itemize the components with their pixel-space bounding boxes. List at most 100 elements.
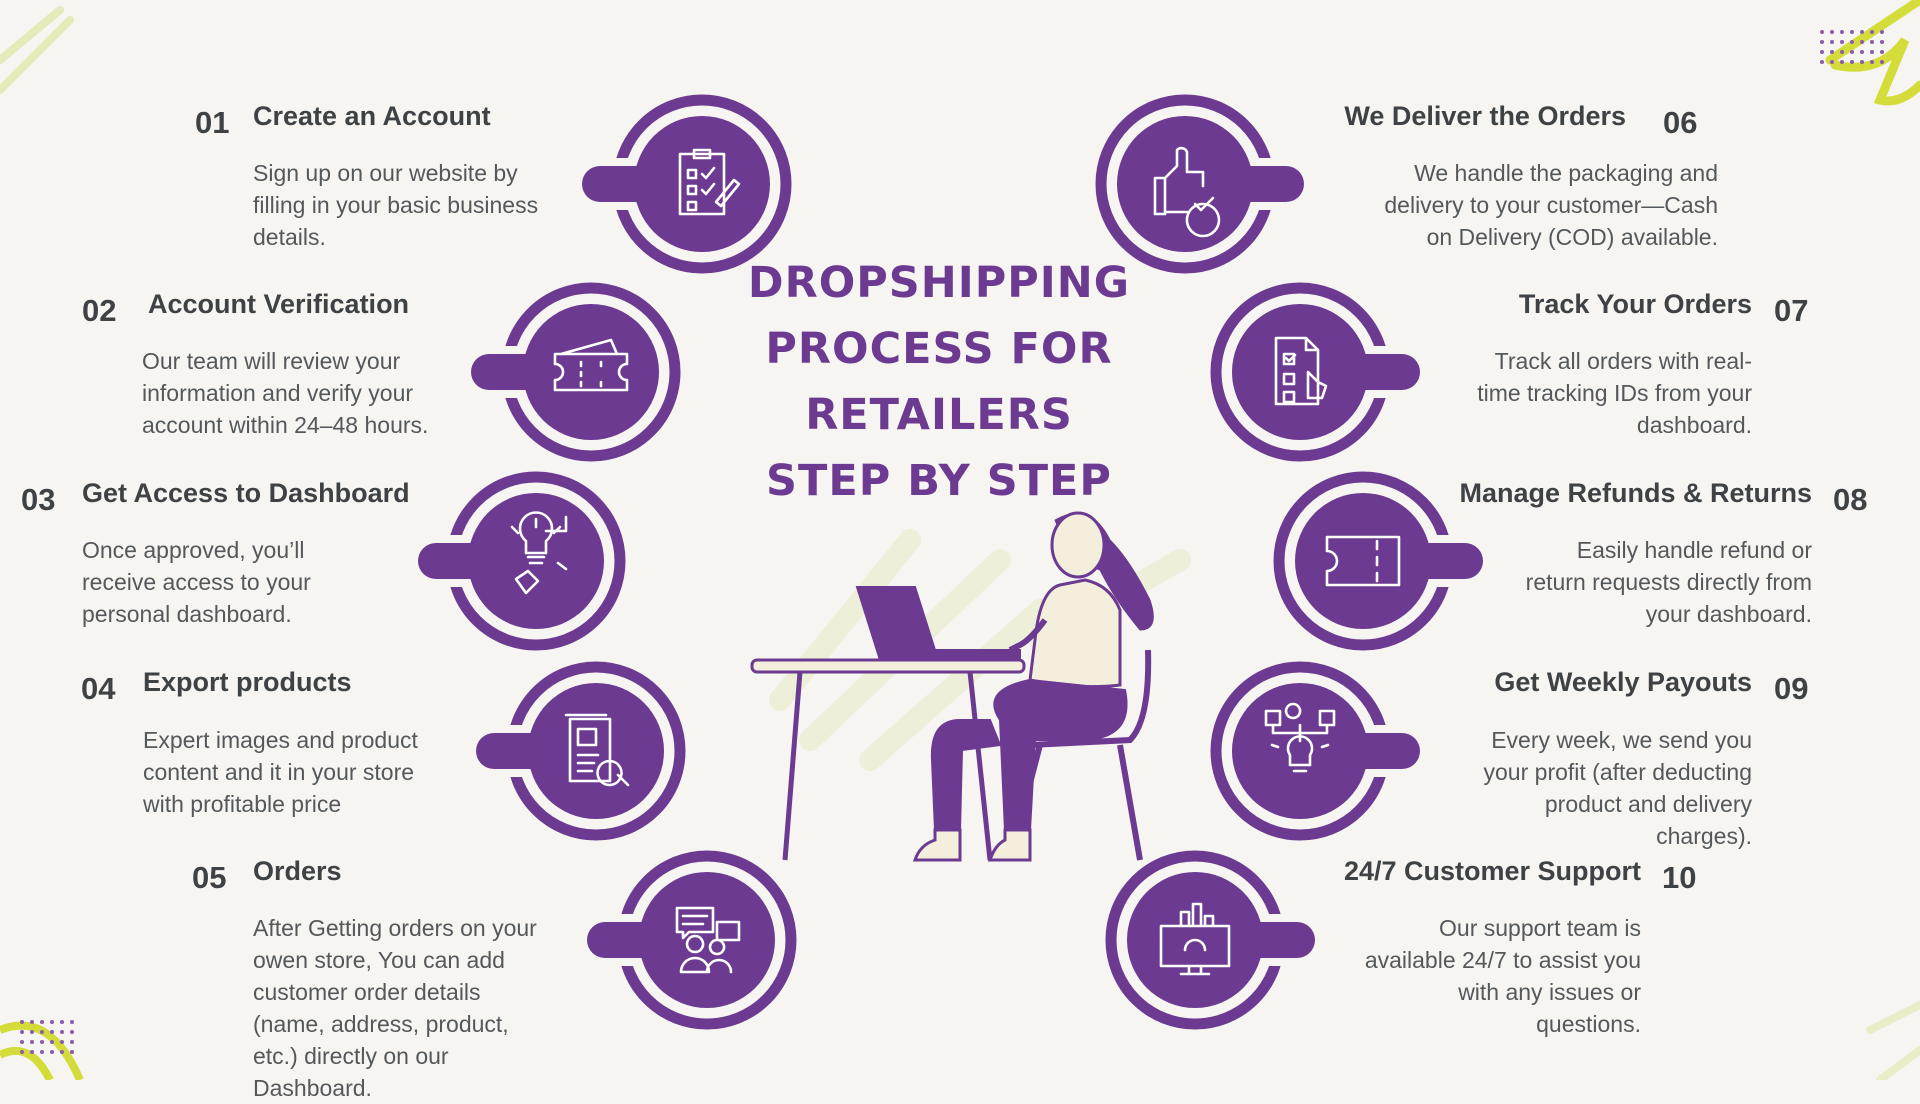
dot <box>60 1040 64 1044</box>
scribble-decoration-bottom-right <box>1866 1001 1920 1080</box>
monitor-chart-icon <box>1159 902 1231 976</box>
lightbulb-hand-icon <box>510 511 568 595</box>
step-title: Orders <box>253 856 342 886</box>
thumbs-up-check-icon <box>1153 146 1221 238</box>
dot <box>20 1030 24 1034</box>
step-title: Account Verification <box>148 289 410 319</box>
title-line-2: PROCESS FOR <box>765 324 1113 374</box>
dot <box>1850 30 1854 34</box>
page-title: DROPSHIPPING PROCESS FOR RETAILERS STEP … <box>739 250 1139 514</box>
dot <box>20 1050 24 1054</box>
badge-disc <box>639 872 775 1008</box>
dot <box>1850 60 1854 64</box>
document-touch-icon <box>1274 336 1328 406</box>
dot <box>60 1030 64 1034</box>
scribble-decoration-top-right <box>1825 0 1920 106</box>
step-badge-07 <box>1210 282 1424 462</box>
step-number: 07 <box>1774 293 1809 328</box>
ticket-icon <box>553 338 629 392</box>
step-badge-10 <box>1105 850 1319 1030</box>
dot <box>1880 30 1884 34</box>
title-line-4: STEP BY STEP <box>766 456 1112 506</box>
dot <box>50 1040 54 1044</box>
dot <box>30 1050 34 1054</box>
dot <box>1880 60 1884 64</box>
step-number: 09 <box>1774 671 1809 706</box>
dot <box>1820 30 1824 34</box>
badge-disc <box>468 493 604 629</box>
dot <box>1840 50 1844 54</box>
leg-front <box>930 719 1002 831</box>
step-description: Once approved, you’ll receive access to … <box>82 537 311 627</box>
dot <box>70 1040 74 1044</box>
dot <box>1860 30 1864 34</box>
step-badge-02 <box>467 282 681 462</box>
dot <box>40 1040 44 1044</box>
badge-disc <box>1232 304 1368 440</box>
step-description: Track all orders with real- time trackin… <box>1477 348 1752 438</box>
dot <box>1830 60 1834 64</box>
step-badge-08 <box>1273 471 1487 651</box>
dot <box>50 1030 54 1034</box>
step-description: We handle the packaging and delivery to … <box>1384 160 1718 250</box>
laptop <box>855 586 1021 661</box>
step-title: Create an Account <box>253 101 491 131</box>
step-title: We Deliver the Orders <box>1344 101 1626 131</box>
dot <box>60 1020 64 1024</box>
step-title: Track Your Orders <box>1518 289 1752 319</box>
step-description: Our team will review your information an… <box>142 348 429 438</box>
dot <box>40 1020 44 1024</box>
dot <box>1840 40 1844 44</box>
badge-disc <box>528 683 664 819</box>
step-description: Easily handle refund or return requests … <box>1525 537 1812 627</box>
step-description: Expert images and product content and it… <box>143 727 418 817</box>
dot <box>1870 60 1874 64</box>
step-badge-05 <box>583 850 797 1030</box>
title-line-1: DROPSHIPPING <box>747 258 1131 308</box>
dot <box>1850 50 1854 54</box>
step-number: 02 <box>82 293 117 328</box>
desk-leg <box>782 671 803 861</box>
dot <box>1870 40 1874 44</box>
dot <box>50 1050 54 1054</box>
dot <box>1830 30 1834 34</box>
idea-network-icon <box>1264 702 1336 773</box>
dot <box>1820 40 1824 44</box>
refund-ticket-icon <box>1325 535 1401 587</box>
dot <box>1880 40 1884 44</box>
dot <box>70 1050 74 1054</box>
head <box>1050 511 1106 579</box>
dot-grid-bottom-left <box>20 1020 74 1054</box>
woman-at-laptop-illustration <box>750 511 1154 862</box>
dot <box>1830 40 1834 44</box>
dot <box>1860 40 1864 44</box>
badge-disc <box>523 304 659 440</box>
step-number: 10 <box>1662 860 1697 895</box>
scribble-decoration-top-left <box>0 6 74 94</box>
dot <box>50 1020 54 1024</box>
title-line-3: RETAILERS <box>805 390 1073 440</box>
dot <box>1860 50 1864 54</box>
desk-leg <box>967 671 993 861</box>
dot <box>40 1050 44 1054</box>
step-number: 05 <box>192 860 227 895</box>
dot <box>30 1040 34 1044</box>
step-title: Get Weekly Payouts <box>1494 667 1752 697</box>
dot <box>1840 60 1844 64</box>
step-description: After Getting orders on your owen store,… <box>253 915 537 1101</box>
dot <box>70 1030 74 1034</box>
dot <box>1830 50 1834 54</box>
dot <box>1820 50 1824 54</box>
step-badges <box>418 94 1487 1030</box>
step-badge-04 <box>472 661 686 841</box>
step-badge-09 <box>1210 661 1424 841</box>
step-badge-01 <box>578 94 792 274</box>
step-title: Get Access to Dashboard <box>82 478 410 508</box>
dot <box>20 1040 24 1044</box>
step-number: 06 <box>1663 105 1698 140</box>
dot <box>1880 50 1884 54</box>
shirt <box>1028 578 1122 689</box>
badge-disc <box>1295 493 1431 629</box>
step-number: 03 <box>21 482 56 517</box>
dot <box>40 1030 44 1034</box>
